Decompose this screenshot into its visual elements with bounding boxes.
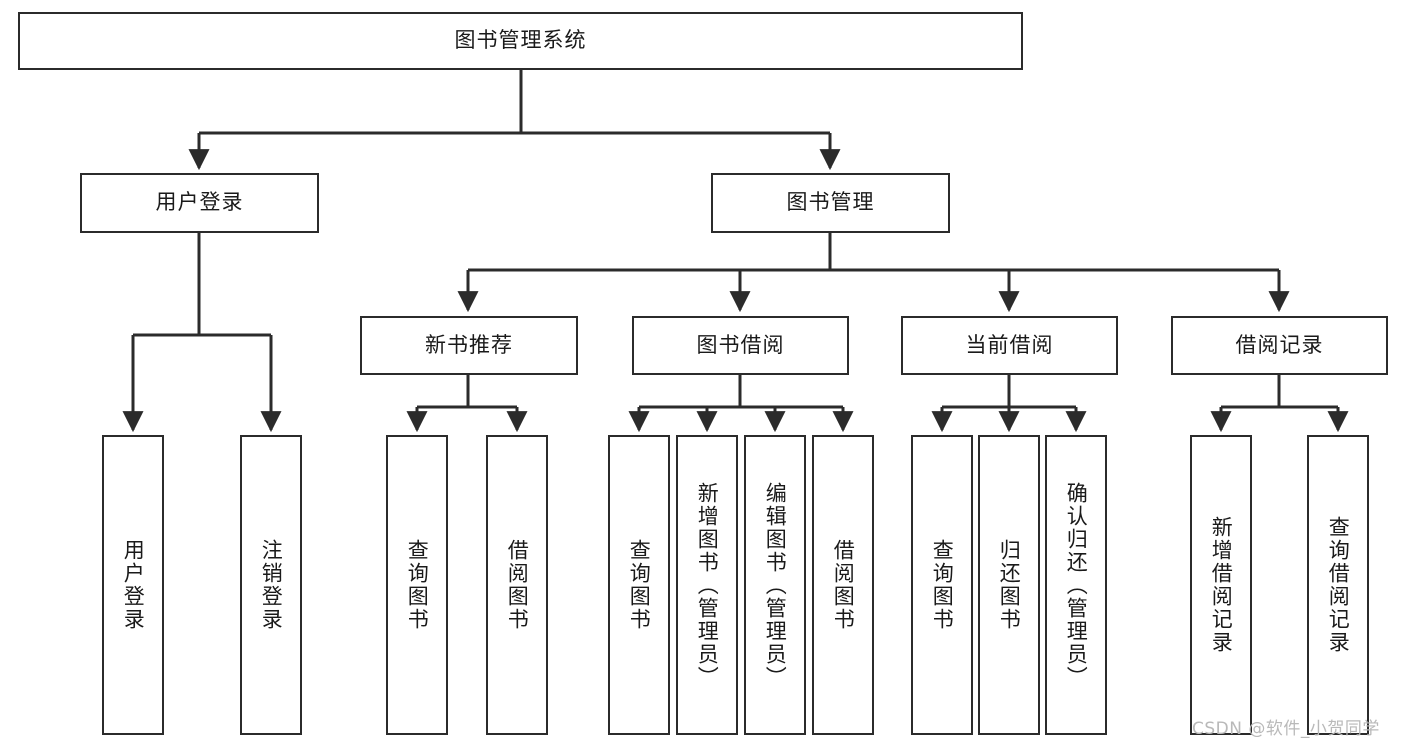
node-label: 当前借阅 — [965, 332, 1054, 357]
node-leaf-user-login[interactable]: 用户登录 — [102, 435, 164, 735]
node-label: 图书管理 — [786, 190, 875, 215]
node-leaf-add-book-admin[interactable]: 新增图书（管理员） — [676, 435, 738, 735]
node-leaf-add-borrow-record[interactable]: 新增借阅记录 — [1190, 435, 1252, 735]
node-leaf-confirm-return-admin[interactable]: 确认归还（管理员） — [1045, 435, 1107, 735]
node-borrowing-record[interactable]: 借阅记录 — [1171, 316, 1388, 375]
node-label: 查询借阅记录 — [1326, 516, 1351, 654]
node-current-borrowing[interactable]: 当前借阅 — [901, 316, 1118, 375]
node-label: 注销登录 — [259, 539, 284, 631]
node-user-login[interactable]: 用户登录 — [80, 173, 319, 233]
node-new-book-recommendation[interactable]: 新书推荐 — [360, 316, 578, 375]
node-label: 借阅图书 — [505, 539, 530, 631]
node-label: 编辑图书（管理员） — [763, 481, 788, 689]
node-label: 用户登录 — [121, 539, 146, 631]
node-leaf-return-book[interactable]: 归还图书 — [978, 435, 1040, 735]
node-label: 新增借阅记录 — [1209, 516, 1234, 654]
node-root-book-management-system[interactable]: 图书管理系统 — [18, 12, 1023, 70]
node-label: 查询图书 — [930, 539, 955, 631]
node-book-borrowing[interactable]: 图书借阅 — [632, 316, 849, 375]
node-leaf-logout[interactable]: 注销登录 — [240, 435, 302, 735]
node-label: 借阅图书 — [831, 539, 856, 631]
node-label: 归还图书 — [997, 539, 1022, 631]
node-label: 查询图书 — [627, 539, 652, 631]
node-label: 确认归还（管理员） — [1064, 481, 1089, 689]
node-leaf-edit-book-admin[interactable]: 编辑图书（管理员） — [744, 435, 806, 735]
node-label: 查询图书 — [405, 539, 430, 631]
node-leaf-borrow-book[interactable]: 借阅图书 — [812, 435, 874, 735]
node-leaf-borrow-book-new[interactable]: 借阅图书 — [486, 435, 548, 735]
node-label: 新增图书（管理员） — [695, 481, 720, 689]
node-leaf-query-book-current[interactable]: 查询图书 — [911, 435, 973, 735]
node-label: 借阅记录 — [1235, 332, 1324, 357]
node-book-management[interactable]: 图书管理 — [711, 173, 950, 233]
node-label: 用户登录 — [155, 190, 244, 215]
node-leaf-query-borrow-record[interactable]: 查询借阅记录 — [1307, 435, 1369, 735]
node-label: 图书管理系统 — [454, 28, 587, 53]
node-label: 图书借阅 — [696, 332, 785, 357]
node-leaf-query-book-borrow[interactable]: 查询图书 — [608, 435, 670, 735]
node-label: 新书推荐 — [425, 332, 513, 357]
node-leaf-query-book-new[interactable]: 查询图书 — [386, 435, 448, 735]
